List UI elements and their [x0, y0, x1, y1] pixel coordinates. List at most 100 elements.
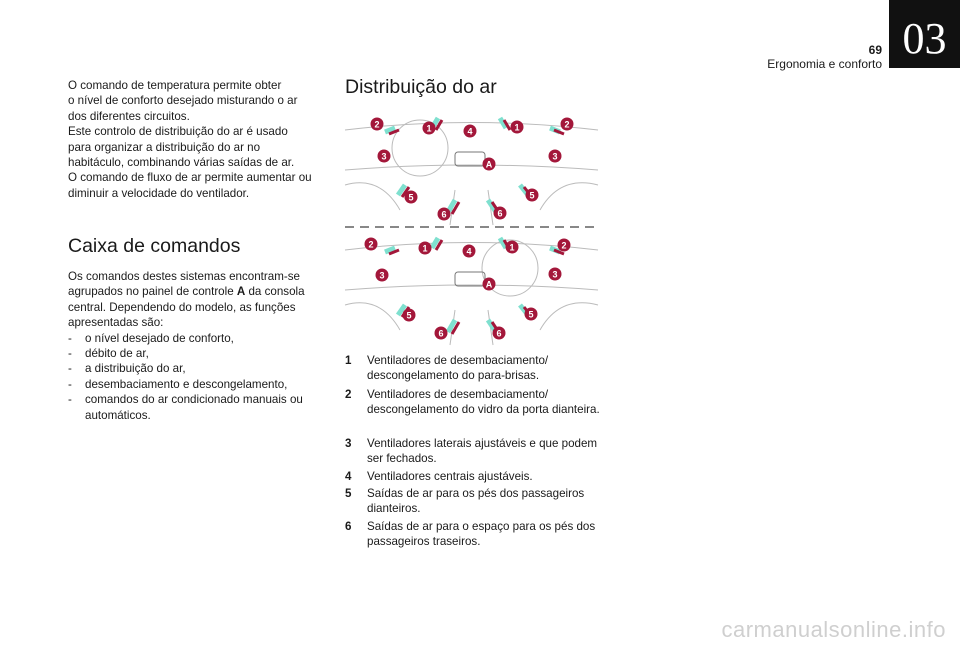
controls-paragraph: Os comandos destes sistemas encontram-se…: [68, 269, 323, 423]
legend-number: 4: [345, 470, 352, 483]
door-outline: [344, 182, 599, 211]
diagram-marker-label: A: [486, 280, 493, 290]
legend-item: 4 Ventiladores centrais ajustáveis.: [345, 469, 610, 484]
legend-number: 5: [345, 487, 352, 500]
airflow-arrow: [445, 198, 458, 214]
list-item: -o nível desejado de conforto,: [68, 331, 323, 346]
diagram-marker: [482, 277, 496, 291]
diagram-marker-label: 3: [552, 270, 557, 280]
intro-line: para organizar a distribuição do ar no: [68, 140, 261, 154]
diagram-marker-label: 2: [564, 120, 569, 130]
diagram-marker-label: 5: [529, 191, 534, 201]
airflow-arrow: [388, 128, 400, 136]
airflow-arrow: [384, 125, 396, 135]
controls-text: da consola central. Dependendo do modelo…: [68, 285, 305, 330]
diagram-marker: [525, 188, 539, 202]
section-title: Ergonomia e conforto: [767, 57, 882, 71]
diagram-marker-label: 4: [467, 127, 472, 137]
legend-text: Saídas de ar para o espaço para os pés d…: [367, 520, 596, 549]
airflow-arrow: [553, 128, 565, 136]
list-item: -comandos do ar condicionado manuais ou …: [68, 392, 323, 423]
intro-line: dos diferentes circuitos.: [68, 109, 190, 123]
legend-item: 6 Saídas de ar para o espaço para os pés …: [345, 519, 610, 550]
intro-line: O comando de fluxo de ar permite aumenta…: [68, 171, 312, 185]
list-item: -débito de ar,: [68, 346, 323, 361]
airflow-arrow: [434, 119, 444, 131]
bullet: -: [68, 331, 72, 345]
airflow-arrow: [384, 245, 396, 255]
diagram-marker-label: 2: [374, 120, 379, 130]
legend-number: 3: [345, 437, 352, 450]
diagram-marker-label: 6: [497, 209, 502, 219]
airflow-arrow: [497, 236, 509, 250]
airflow-arrow: [388, 248, 400, 256]
diagram-marker: [364, 237, 378, 251]
airflow-arrow: [497, 116, 509, 130]
dashboard-line: [344, 284, 599, 291]
diagram-marker: [418, 241, 432, 255]
diagram-marker-label: 6: [438, 329, 443, 339]
diagram-marker-label: 2: [368, 240, 373, 250]
diagram-marker: [377, 149, 391, 163]
diagram-marker-label: 1: [514, 123, 519, 133]
controls-text: Os comandos destes sistemas encontram-se…: [68, 270, 300, 299]
steering-wheel: [481, 239, 539, 297]
bullet: -: [68, 347, 72, 361]
legend-text: Ventiladores centrais ajustáveis.: [367, 470, 533, 483]
steering-wheel: [391, 119, 449, 177]
diagram-marker: [370, 117, 384, 131]
diagram-marker-label: 2: [561, 241, 566, 251]
legend-number: 1: [345, 354, 352, 367]
airflow-arrow: [434, 239, 444, 251]
list-item: -desembaciamento e descongelamento,: [68, 377, 323, 392]
legend-item: 3 Ventiladores laterais ajustáveis e que …: [345, 436, 610, 467]
legend-text: Saídas de ar para os pés dos passageiros…: [367, 487, 585, 516]
diagram-marker-label: 1: [509, 243, 514, 253]
diagram-marker: [510, 120, 524, 134]
legend-text: Ventiladores de desembaciamento/ descong…: [367, 354, 549, 383]
distribution-heading: Distribuição do ar: [345, 76, 497, 98]
airflow-arrow: [395, 303, 408, 317]
diagram-marker: [404, 190, 418, 204]
page-number: 69: [868, 43, 882, 57]
legend-text: Ventiladores de desembaciamento/ descong…: [367, 388, 600, 417]
legend-text: Ventiladores laterais ajustáveis e que p…: [367, 437, 598, 466]
diagram-marker-label: 6: [496, 329, 501, 339]
legend-item: 1 Ventiladores de desembaciamento/ descon…: [345, 353, 610, 384]
intro-line: O comando de temperatura permite obter: [68, 79, 282, 92]
diagram-marker: [492, 326, 506, 340]
diagram-marker-label: 3: [381, 152, 386, 162]
intro-line: Este controlo de distribuição do ar é us…: [68, 125, 288, 139]
bullet: -: [68, 362, 72, 376]
airflow-arrow: [445, 318, 458, 334]
diagram-marker: [548, 267, 562, 281]
diagram-marker: [434, 326, 448, 340]
diagram-marker: [493, 206, 507, 220]
list-item-text: débito de ar,: [85, 347, 149, 361]
intro-line: diminuir a velocidade do ventilador.: [68, 186, 250, 200]
diagram-marker: [482, 157, 496, 171]
bullet: -: [68, 393, 72, 407]
diagram-marker: [548, 149, 562, 163]
airflow-arrow: [400, 186, 411, 198]
diagram-marker: [505, 240, 519, 254]
door-outline: [344, 302, 599, 331]
diagram-marker: [463, 124, 477, 138]
list-item-text: o nível desejado de conforto,: [85, 331, 234, 345]
intro-paragraph: O comando de temperatura permite obter o…: [68, 78, 328, 201]
control-panel: [454, 151, 486, 167]
control-panel: [454, 271, 486, 287]
airflow-arrow: [450, 321, 461, 335]
list-item: -a distribuição do ar,: [68, 361, 323, 376]
intro-line: o nível de conforto desejado misturando …: [68, 94, 298, 108]
diagram-marker-label: 1: [422, 244, 427, 254]
airflow-arrow: [395, 183, 408, 197]
legend-item: 5 Saídas de ar para os pés dos passageiro…: [345, 486, 610, 517]
legend-number: 6: [345, 520, 352, 533]
list-item-text: comandos do ar condicionado manuais ou a…: [85, 393, 303, 422]
diagram-marker-label: 3: [379, 271, 384, 281]
diagram-marker: [462, 244, 476, 258]
bullet: -: [68, 377, 72, 391]
diagram-marker: [422, 121, 436, 135]
